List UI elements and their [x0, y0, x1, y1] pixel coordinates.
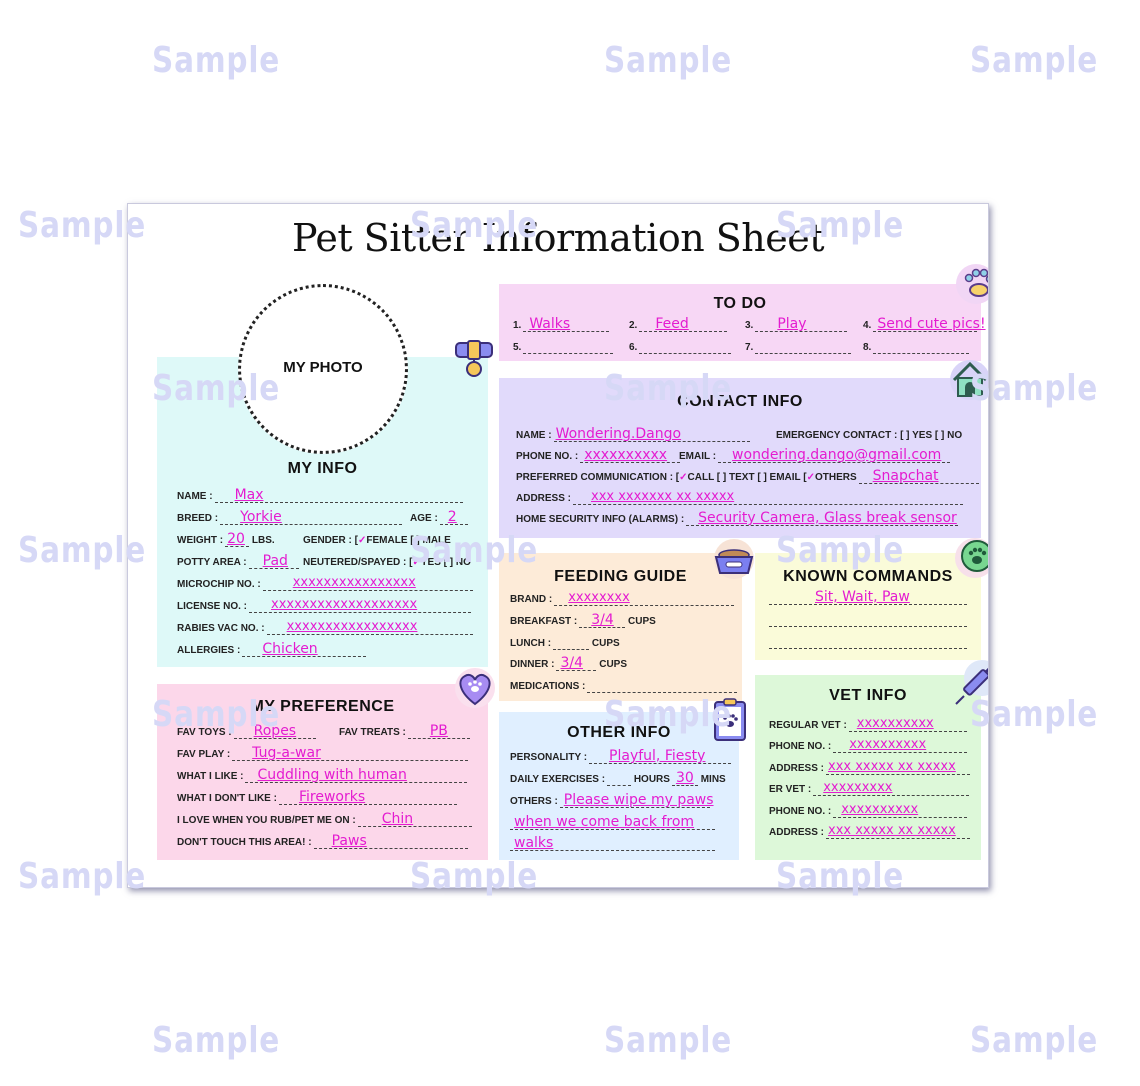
- my-preference-panel: MY PREFERENCE FAV TOYS :Ropes FAV TREATS…: [157, 684, 488, 860]
- personality-field[interactable]: PERSONALITY :Playful, Fiesty: [510, 749, 732, 764]
- info-sheet: Pet Sitter Information Sheet TO DO 1.Wal…: [127, 203, 989, 888]
- syringe-icon: [948, 656, 988, 716]
- license-field[interactable]: LICENSE NO. :xxxxxxxxxxxxxxxxxxx: [177, 598, 472, 613]
- what-i-dont-like-field[interactable]: WHAT I DON'T LIKE :Fireworks: [177, 790, 457, 805]
- todo-item-8[interactable]: 8.: [863, 342, 970, 354]
- er-vet-field[interactable]: ER VET :xxxxxxxxx: [769, 781, 970, 796]
- vet-info-title: VET INFO: [829, 687, 907, 704]
- dont-touch-field[interactable]: DON'T TOUCH THIS AREA! :Paws: [177, 834, 468, 849]
- preferred-communication-field[interactable]: PREFERRED COMMUNICATION : [✓CALL [ ] TEX…: [516, 469, 979, 484]
- vet-address-field[interactable]: ADDRESS :xxx xxxxx xx xxxxx: [769, 760, 971, 775]
- er-vet-address-field[interactable]: ADDRESS :xxx xxxxx xx xxxxx: [769, 824, 971, 839]
- todo-panel: TO DO 1.Walks 2.Feed 3.Play 4.Send cute …: [499, 284, 986, 361]
- food-brand-field[interactable]: BRAND :xxxxxxxx: [510, 591, 735, 606]
- what-i-like-field[interactable]: WHAT I LIKE :Cuddling with human: [177, 768, 468, 783]
- medications-field[interactable]: MEDICATIONS :: [510, 681, 738, 693]
- breakfast-field[interactable]: BREAKFAST :3/4 CUPS: [510, 612, 656, 628]
- paw-badge-icon: [951, 534, 988, 586]
- paw-heart-icon: [451, 664, 499, 716]
- my-photo-placeholder[interactable]: MY PHOTO: [238, 284, 408, 454]
- potty-area-field[interactable]: POTTY AREA :Pad: [177, 554, 299, 569]
- vet-phone-field[interactable]: PHONE NO. :xxxxxxxxxx: [769, 738, 968, 753]
- microchip-field[interactable]: MICROCHIP NO. :xxxxxxxxxxxxxxxx: [177, 576, 473, 591]
- fav-treats-field[interactable]: FAV TREATS :PB: [339, 724, 470, 739]
- todo-item-5[interactable]: 5.: [513, 342, 614, 354]
- watermark: Sample: [604, 40, 733, 81]
- fav-toys-field[interactable]: FAV TOYS :Ropes: [177, 724, 316, 739]
- dinner-field[interactable]: DINNER :3/4 CUPS: [510, 655, 628, 671]
- watermark: Sample: [970, 40, 1099, 81]
- er-vet-phone-field[interactable]: PHONE NO. :xxxxxxxxxx: [769, 803, 968, 818]
- other-notes-line-2[interactable]: when we come back from: [510, 815, 715, 830]
- other-notes-field[interactable]: OTHERS :Please wipe my paws: [510, 792, 714, 808]
- contact-title: CONTACT INFO: [677, 393, 803, 410]
- watermark: Sample: [152, 1020, 281, 1061]
- contact-panel: CONTACT INFO NAME :Wondering.Dango EMERG…: [499, 378, 981, 538]
- my-info-title: MY INFO: [287, 460, 358, 477]
- contact-email-field[interactable]: EMAIL :wondering.dango@gmail.com: [679, 448, 951, 463]
- todo-item-4[interactable]: 4.Send cute pics!: [863, 316, 986, 332]
- todo-item-3[interactable]: 3.Play: [745, 317, 848, 332]
- todo-item-1[interactable]: 1.Walks: [513, 317, 610, 332]
- watermark: Sample: [604, 1020, 733, 1061]
- dog-bowl-icon: [708, 537, 760, 589]
- rabies-vac-field[interactable]: RABIES VAC NO. :xxxxxxxxxxxxxxxxx: [177, 620, 473, 635]
- feeding-guide-panel: FEEDING GUIDE BRAND :xxxxxxxx BREAKFAST …: [499, 553, 742, 701]
- watermark: Sample: [970, 1020, 1099, 1061]
- dog-house-icon: [944, 356, 988, 408]
- age-field[interactable]: AGE :2: [410, 510, 468, 525]
- neutered-spayed-field[interactable]: NEUTERED/SPAYED : [✓YES [ ] NO: [303, 557, 471, 568]
- my-preference-title: MY PREFERENCE: [250, 698, 395, 715]
- known-commands-title: KNOWN COMMANDS: [783, 568, 953, 585]
- clipboard-paw-icon: [711, 696, 751, 748]
- vet-info-panel: VET INFO REGULAR VET :xxxxxxxxxx PHONE N…: [755, 675, 981, 860]
- fav-play-field[interactable]: FAV PLAY :Tug-a-war: [177, 746, 469, 761]
- other-info-title: OTHER INFO: [567, 724, 671, 741]
- weight-field[interactable]: WEIGHT :20 LBS.: [177, 531, 275, 547]
- allergies-field[interactable]: ALLERGIES :Chicken: [177, 642, 367, 657]
- breed-field[interactable]: BREED :Yorkie: [177, 510, 403, 525]
- todo-title: TO DO: [713, 295, 767, 312]
- regular-vet-field[interactable]: REGULAR VET :xxxxxxxxxx: [769, 717, 967, 732]
- contact-name-field[interactable]: NAME :Wondering.Dango: [516, 427, 750, 442]
- pet-name-field[interactable]: NAME :Max: [177, 488, 463, 503]
- known-commands-panel: KNOWN COMMANDS Sit, Wait, Paw: [755, 553, 981, 660]
- commands-line-3[interactable]: [769, 637, 967, 649]
- todo-item-7[interactable]: 7.: [745, 342, 852, 354]
- commands-line-1[interactable]: Sit, Wait, Paw: [769, 590, 967, 605]
- watermark: Sample: [152, 40, 281, 81]
- feeding-guide-title: FEEDING GUIDE: [554, 568, 687, 585]
- watermark: Sample: [970, 368, 1099, 409]
- todo-item-6[interactable]: 6.: [629, 342, 732, 354]
- todo-item-2[interactable]: 2.Feed: [629, 317, 728, 332]
- contact-address-field[interactable]: ADDRESS :xxx xxxxxxx xx xxxxx: [516, 490, 964, 505]
- contact-phone-field[interactable]: PHONE NO. :xxxxxxxxxx: [516, 448, 681, 463]
- commands-line-2[interactable]: [769, 615, 967, 627]
- home-security-field[interactable]: HOME SECURITY INFO (ALARMS) :Security Ca…: [516, 510, 959, 526]
- watermark: Sample: [970, 694, 1099, 735]
- gender-field[interactable]: GENDER : [✓FEMALE [ ] MALE: [303, 535, 451, 546]
- other-notes-line-3[interactable]: walks: [510, 836, 715, 851]
- other-info-panel: OTHER INFO PERSONALITY :Playful, Fiesty …: [499, 712, 739, 860]
- rub-pet-me-on-field[interactable]: I LOVE WHEN YOU RUB/PET ME ON :Chin: [177, 812, 472, 827]
- paw-print-icon: [954, 260, 988, 312]
- emergency-contact-field[interactable]: EMERGENCY CONTACT : [ ] YES [ ] NO: [776, 430, 963, 441]
- sheet-title: Pet Sitter Information Sheet: [291, 216, 825, 260]
- my-photo-label: MY PHOTO: [283, 359, 363, 376]
- lunch-field[interactable]: LUNCH : CUPS: [510, 638, 620, 650]
- dog-collar-icon: [452, 333, 496, 385]
